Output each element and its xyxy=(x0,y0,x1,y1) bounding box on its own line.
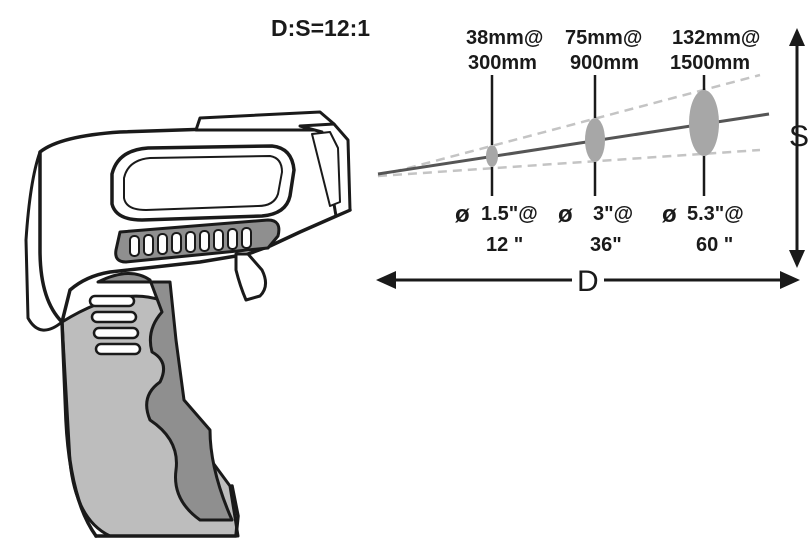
spot-3-top-line1: 132mm@ xyxy=(672,27,760,49)
display-bezel-inner xyxy=(123,155,283,211)
spot-ellipse-2 xyxy=(585,118,605,162)
display-window xyxy=(110,144,296,222)
optics-diagram xyxy=(376,28,805,289)
ratio-label: D:S=12:1 xyxy=(271,15,370,41)
spot-size-label: S xyxy=(789,120,809,153)
distance-label: D xyxy=(577,265,599,298)
vent-strip xyxy=(114,218,281,264)
spot-2-top-line2: 900mm xyxy=(570,52,639,74)
spot-ellipse-3 xyxy=(689,90,719,156)
vent-slots xyxy=(129,227,252,257)
grip-rubber xyxy=(96,272,234,522)
cone-lower-dash xyxy=(377,148,761,178)
thermometer-gun-illustration xyxy=(24,110,352,538)
spot-2-bottom-line2: 36" xyxy=(590,234,622,256)
spot-1-top-line1: 38mm@ xyxy=(466,27,543,49)
spot-size-arrow-head-bottom xyxy=(789,250,805,268)
spot-2-top-line1: 75mm@ xyxy=(565,27,642,49)
grip-ridges xyxy=(88,294,142,356)
spot-3-bottom-line1: 5.3"@ xyxy=(687,203,744,225)
spot-3-bottom-line2: 60 " xyxy=(696,234,733,256)
spot-size-arrow-head-top xyxy=(789,28,805,46)
diameter-symbol-2: ø xyxy=(558,201,573,228)
cone-upper-dash xyxy=(377,73,761,178)
spot-ellipse-1 xyxy=(486,145,498,167)
spot-2-bottom-line1: 3"@ xyxy=(593,203,633,225)
distance-arrow-head-left xyxy=(376,271,396,289)
trigger xyxy=(234,252,267,302)
spot-1-bottom-line2: 12 " xyxy=(486,234,523,256)
spot-1-top-line2: 300mm xyxy=(468,52,537,74)
grip-back-outline xyxy=(60,320,98,538)
diameter-symbol-3: ø xyxy=(662,201,677,228)
spot-1-bottom-line1: 1.5"@ xyxy=(481,203,538,225)
diameter-symbol-1: ø xyxy=(455,201,470,228)
spot-3-top-line2: 1500mm xyxy=(670,52,750,74)
grip-bottom xyxy=(94,484,240,538)
lens-nose-inner xyxy=(311,131,341,207)
distance-arrow-head-right xyxy=(780,271,800,289)
